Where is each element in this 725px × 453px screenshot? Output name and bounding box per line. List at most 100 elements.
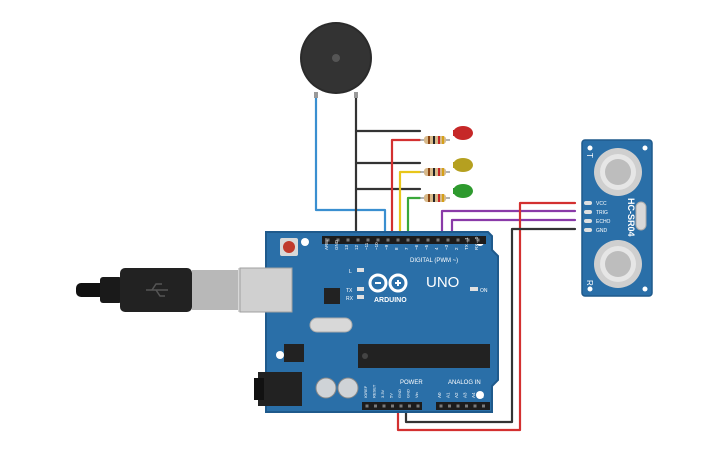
header-pin[interactable] <box>456 238 460 242</box>
pin-label: A4 <box>471 392 476 398</box>
power-jack <box>254 372 302 406</box>
header-pin[interactable] <box>416 404 420 408</box>
arduino-model-label: UNO <box>426 274 459 291</box>
arduino-brand-label: ARDUINO <box>374 297 407 304</box>
header-pin[interactable] <box>426 238 430 242</box>
digital-pin-row <box>326 238 480 242</box>
mounting-hole <box>642 286 648 292</box>
header-pin[interactable] <box>439 404 443 408</box>
header-pin[interactable] <box>399 404 403 408</box>
usb-chip <box>324 288 340 304</box>
pin-label: GND <box>397 389 402 398</box>
voltage-regulator <box>284 344 304 362</box>
header-pin[interactable] <box>456 404 460 408</box>
reset-button[interactable] <box>280 238 298 256</box>
digital-header-label: DIGITAL (PWM ~) <box>410 258 458 264</box>
header-pin[interactable] <box>386 238 390 242</box>
pin-label: ~6 <box>414 244 419 250</box>
led-tx-label: TX <box>346 288 353 294</box>
receiver-transducer <box>594 240 642 288</box>
header-pin[interactable] <box>473 404 477 408</box>
capacitor <box>337 377 359 399</box>
power-pin-row <box>365 404 420 408</box>
header-pin[interactable] <box>408 404 411 408</box>
sensor-pin[interactable] <box>584 219 592 223</box>
pin-label: A2 <box>454 392 459 398</box>
arduino-logo <box>368 273 408 293</box>
header-pin[interactable] <box>396 238 400 242</box>
pin-label: RX←0 <box>474 236 479 250</box>
mounting-hole <box>301 238 309 246</box>
header-pin[interactable] <box>406 238 410 242</box>
microcontroller-chip <box>358 344 490 368</box>
header-pin[interactable] <box>436 238 440 242</box>
header-pin[interactable] <box>346 238 350 242</box>
pin-label: TX→1 <box>464 237 469 250</box>
led-l-indicator <box>357 268 364 272</box>
pin-label: ~11 <box>364 242 369 250</box>
buzzer-hole <box>332 54 340 62</box>
pin-label: 8 <box>394 247 399 250</box>
pin-label: A5 <box>480 392 485 398</box>
transmitter-transducer <box>594 148 642 196</box>
sensor-pin[interactable] <box>584 201 592 205</box>
pin-label: A1 <box>446 392 451 398</box>
analog-header <box>436 402 490 410</box>
pin-label: 5V <box>389 393 394 398</box>
header-pin[interactable] <box>465 404 468 408</box>
led-red-assembly[interactable] <box>420 126 473 144</box>
mounting-hole <box>587 286 593 292</box>
header-pin[interactable] <box>366 238 370 242</box>
header-pin[interactable] <box>382 404 386 408</box>
header-pin[interactable] <box>446 238 450 242</box>
transmitter-label: T <box>585 153 594 158</box>
digital-header <box>322 236 486 244</box>
led-yellow-assembly[interactable] <box>420 158 473 176</box>
led-l-label: L <box>349 269 352 275</box>
header-pin[interactable] <box>476 238 480 242</box>
header-pin[interactable] <box>416 238 420 242</box>
header-pin[interactable] <box>336 238 340 242</box>
sensor-pin-label: VCC <box>596 201 607 207</box>
pin-label: GND <box>406 389 411 398</box>
header-pin[interactable] <box>356 238 360 242</box>
wire-sensor-vcc <box>396 201 577 432</box>
wire-led-red-signal <box>390 138 422 240</box>
led-rx-indicator <box>357 295 364 299</box>
led-green <box>453 184 473 198</box>
header-pin[interactable] <box>482 404 485 408</box>
pin-label: RESET <box>372 384 377 398</box>
sensor-pin[interactable] <box>584 210 592 214</box>
power-header-label: POWER <box>400 380 423 386</box>
header-pin[interactable] <box>448 404 451 408</box>
piezo-buzzer[interactable] <box>300 22 372 98</box>
pin-label: 13 <box>344 244 349 250</box>
pin-label: 3.3V <box>380 389 385 398</box>
sensor-pin-label: GND <box>596 228 608 234</box>
usb-port <box>239 267 293 313</box>
pin-label: AREF <box>324 238 329 250</box>
pin-label: ~3 <box>444 244 449 250</box>
header-pin[interactable] <box>374 404 377 408</box>
sensor-pin[interactable] <box>584 228 592 232</box>
header-pin[interactable] <box>391 404 394 408</box>
led-green-assembly[interactable] <box>420 184 473 202</box>
pin-label: 7 <box>404 247 409 250</box>
wire-sensor-gnd <box>404 227 577 424</box>
header-pin[interactable] <box>326 238 330 242</box>
mounting-hole <box>276 351 284 359</box>
pin-label: A3 <box>463 392 468 398</box>
header-pin[interactable] <box>365 404 369 408</box>
capacitor <box>315 377 337 399</box>
mounting-hole <box>642 145 648 151</box>
header-pin[interactable] <box>376 238 380 242</box>
analog-pin-row <box>439 404 485 408</box>
pin-label: ~5 <box>424 244 429 250</box>
header-pin[interactable] <box>466 238 470 242</box>
